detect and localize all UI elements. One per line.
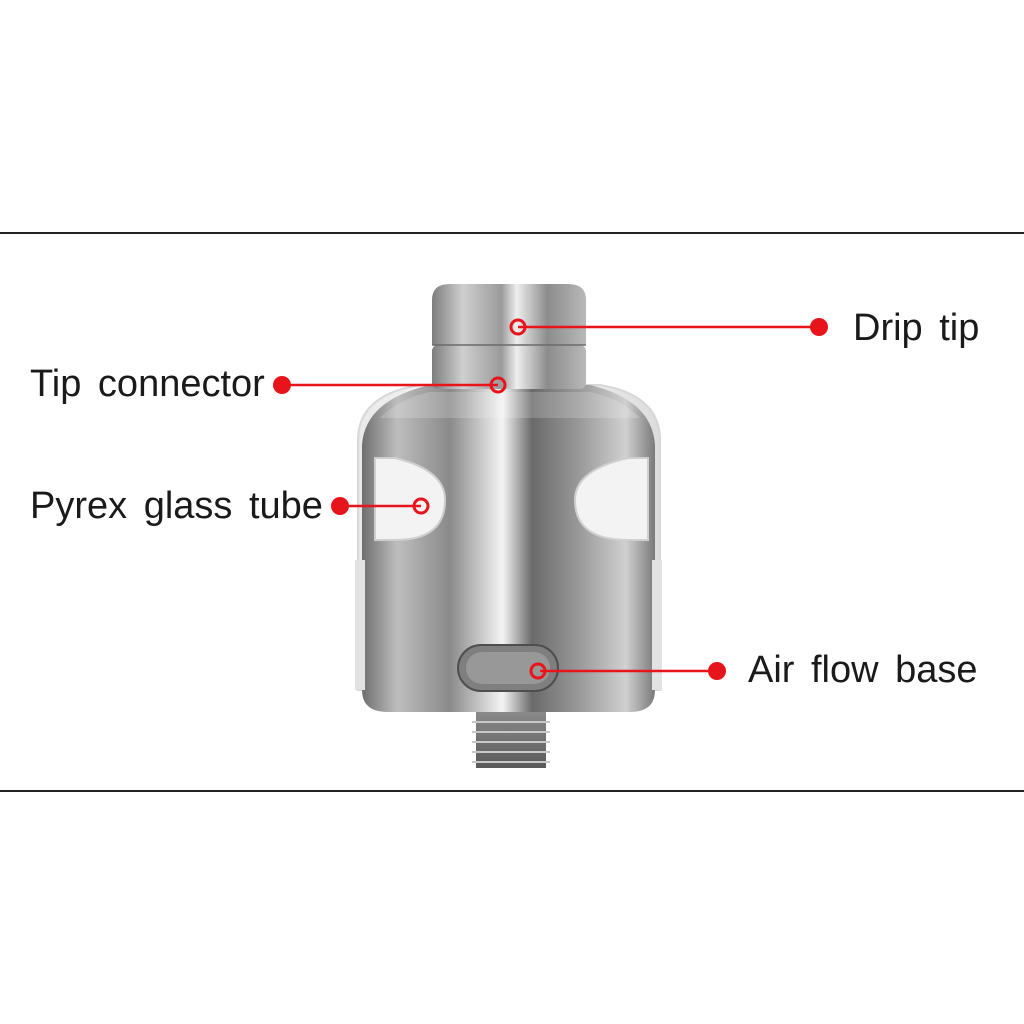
callout-dot-pyrex: [331, 497, 349, 515]
label-drip-tip: Drip tip: [853, 307, 980, 349]
drip-tip-shape: [432, 284, 586, 345]
callout-ring-drip: [509, 318, 527, 336]
glass-window-left: [374, 457, 447, 541]
threaded-connector: [476, 712, 546, 768]
callout-ring-air: [529, 662, 547, 680]
label-pyrex-glass-tube: Pyrex glass tube: [30, 485, 323, 527]
label-tip-connector: Tip connector: [30, 363, 265, 405]
callout-dot-tipconn: [273, 376, 291, 394]
glass-window-right: [573, 457, 649, 541]
label-air-flow-base: Air flow base: [748, 649, 978, 691]
callout-dot-air: [708, 662, 726, 680]
callout-dot-drip: [810, 318, 828, 336]
callout-ring-tipconn: [489, 376, 507, 394]
tip-connector-neck: [432, 345, 586, 389]
callout-ring-pyrex: [412, 497, 430, 515]
atomizer-body: [362, 385, 655, 712]
